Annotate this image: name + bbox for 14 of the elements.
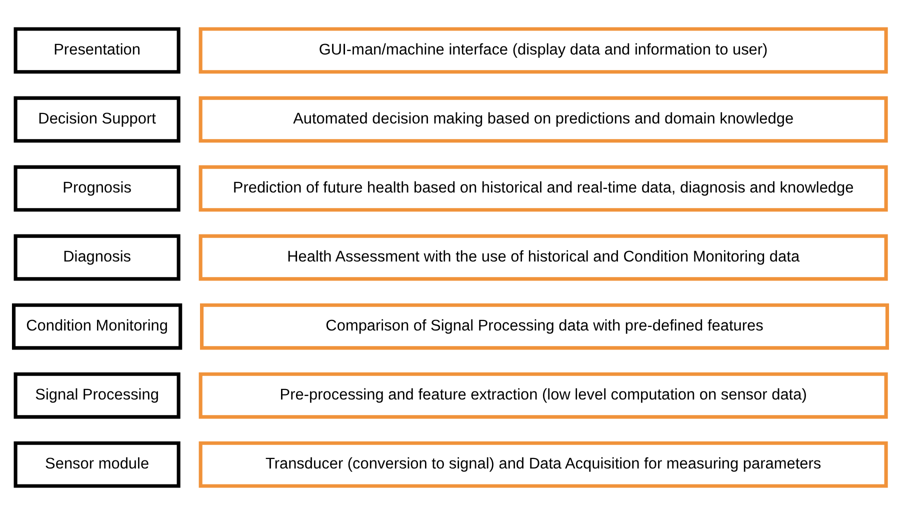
node-box: Condition Monitoring bbox=[11, 303, 182, 350]
node-box: Signal Processing bbox=[13, 372, 180, 419]
node-box: Prognosis bbox=[13, 165, 180, 212]
node-box: Presentation bbox=[13, 27, 180, 74]
node-box: Health Assessment with the use of historical and Condition Monitoring data bbox=[198, 234, 888, 281]
node-box: GUI-man/machine interface (display data and information to user) bbox=[198, 27, 888, 74]
node-box: Automated decision making based on predictions and domain knowledge bbox=[198, 96, 888, 143]
node-box: Diagnosis bbox=[13, 234, 180, 281]
node-box: Decision Support bbox=[13, 96, 180, 143]
node-box: Comparison of Signal Processing data with pre-defined features bbox=[200, 303, 889, 350]
node-box: Prediction of future health based on historical and real-time data, diagnosis and knowledge bbox=[198, 165, 888, 212]
node-box: Sensor module bbox=[13, 441, 180, 488]
node-box: Transducer (conversion to signal) and Data Acquisition for measuring parameters bbox=[198, 441, 888, 488]
node-box: Pre-processing and feature extraction (low level computation on sensor data) bbox=[198, 372, 888, 419]
